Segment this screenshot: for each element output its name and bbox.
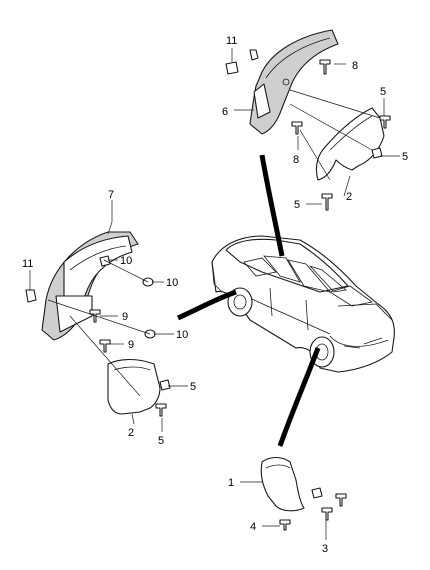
rear-flap: [315, 107, 385, 181]
front-flap: [107, 358, 161, 415]
flap-small: [260, 456, 305, 512]
callout-11-top: 11: [226, 35, 237, 47]
callout-4: 4: [250, 521, 256, 533]
front-flap-assembly: [260, 456, 347, 531]
callout-9-a: 9: [122, 311, 128, 323]
callout-5-right-mid: 5: [402, 151, 408, 163]
callout-5-right-top: 5: [380, 86, 386, 98]
callout-10-b: 10: [166, 277, 178, 289]
rear-wheel-guard-assembly: [225, 29, 391, 211]
callout-11-left: 11: [22, 258, 33, 270]
callout-10-c: 10: [176, 329, 188, 341]
callout-labels: 11 8 5 6 5 8 2 5 7 11 10 10 9 10 9 5 2 5…: [22, 35, 408, 555]
callout-1: 1: [228, 477, 234, 489]
vehicle-illustration: [211, 235, 395, 373]
arrow-to-front-mudguard: [176, 289, 237, 321]
callout-7: 7: [108, 189, 114, 201]
callout-5-mid: 5: [294, 199, 300, 211]
callout-3: 3: [322, 543, 328, 555]
arrow-to-rear-mudguard: [259, 154, 285, 257]
rear-liner: [249, 29, 339, 135]
arrow-to-front-flap: [277, 347, 321, 447]
callout-9-b: 9: [128, 339, 134, 351]
callout-10-a: 10: [120, 255, 132, 267]
callout-8-mid: 8: [293, 154, 299, 166]
callout-5-left-a: 5: [190, 381, 196, 393]
callout-6: 6: [222, 106, 228, 118]
clip-left: [25, 289, 37, 303]
callout-5-left-b: 5: [158, 435, 164, 447]
callout-2-left: 2: [128, 427, 134, 439]
callout-8-top: 8: [352, 60, 358, 72]
front-wheel-guard-assembly: [25, 231, 171, 417]
callout-2-right: 2: [346, 191, 352, 203]
clip-top-right: [249, 49, 259, 61]
leader-lines: [29, 48, 400, 540]
